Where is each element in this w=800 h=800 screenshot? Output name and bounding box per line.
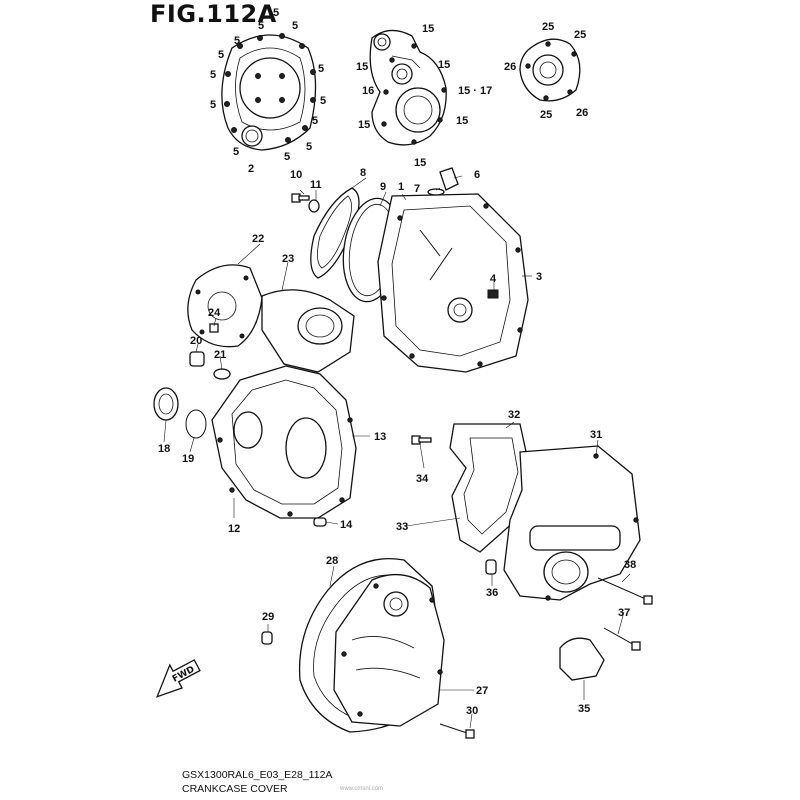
part-label: 24 [208,307,221,319]
part-label: 25 [540,109,552,121]
clutch-cover [221,33,317,151]
part-label: 15 [438,59,450,71]
part-label: 15 [456,115,468,127]
part-label: 8 [360,167,366,179]
part-label: 15 [422,23,434,35]
part-label: 15 · 17 [458,85,492,97]
part-label: 15 [358,119,370,131]
figure-code: GSX1300RAL6_E03_E28_112A [182,769,333,781]
bolt-30 [439,723,475,739]
part-label: 5 [292,20,298,32]
part-label: 23 [282,253,294,265]
part-label: 31 [590,429,602,441]
cover-12 [211,365,357,519]
washer-11 [308,199,320,213]
figure-caption: CRANKCASE COVER [182,783,288,795]
part-number-labels: 5 5 5 5 5 5 5 5 5 5 5 5 5 2 15 15 15 15 … [158,7,636,717]
part-label: 27 [476,685,488,697]
part-label: 33 [396,521,408,533]
part-label: 5 [284,151,290,163]
part-label: 5 [210,99,216,111]
part-label: 15 [356,61,368,73]
part-label: 16 [362,85,374,97]
part-label: 5 [273,7,279,19]
part-label: 15 [414,157,426,169]
forward-direction-arrow: FWD [156,659,201,698]
figure-title: FIG.112A [150,0,277,28]
cover-31 [503,445,641,601]
part-label: 14 [340,519,353,531]
part-label: 5 [218,49,224,61]
part-label: 28 [326,555,338,567]
part-label: 34 [416,473,429,485]
dowel-pin-29 [261,631,273,645]
part-label: 5 [318,63,324,75]
part-label: 22 [252,233,264,245]
part-label: 5 [210,69,216,81]
cover-27 [333,574,445,727]
part-label: 5 [258,20,264,32]
part-label: 26 [576,107,588,119]
bolt-34 [411,435,432,445]
part-label: 2 [248,163,254,175]
part-label: 7 [414,183,420,195]
part-label: 29 [262,611,274,623]
part-label: 25 [574,29,586,41]
part-label: 38 [624,559,636,571]
part-label: 35 [578,703,590,715]
bolt-37 [603,627,641,651]
part-label: 25 [542,21,554,33]
part-label: 12 [228,523,240,535]
part-label: 11 [310,179,322,191]
part-label: 20 [190,335,202,347]
crankcase-cover-1 [377,193,529,373]
leader-lines [163,175,631,729]
oil-seal-18 [153,387,179,421]
part-label: 21 [214,349,226,361]
part-label: 5 [234,35,240,47]
part-label: 3 [536,271,542,283]
part-label: 6 [474,169,480,181]
part-label: 5 [312,115,318,127]
cover-23 [261,289,355,373]
bolt-38 [597,577,653,605]
part-label: 5 [233,146,239,158]
part-label: 18 [158,443,170,455]
bolt-10 [291,193,310,203]
part-label: 13 [374,431,386,443]
part-label: 10 [290,169,302,181]
part-label: 26 [504,61,516,73]
oil-filler-cap-6 [439,167,459,191]
dowel-pin-36 [485,559,497,575]
part-label: 37 [618,607,630,619]
part-label: 19 [182,453,194,465]
cap-35 [559,637,605,681]
watermark: www.cmsnl.com [340,786,384,792]
part-label: 1 [398,181,404,193]
part-label: 9 [380,181,386,193]
oring-19 [185,409,207,439]
dowel-pin-14 [313,517,327,527]
oring-7 [427,188,445,196]
part-label: 32 [508,409,520,421]
plug-20 [189,351,205,367]
part-label: 30 [466,705,478,717]
part-label: 36 [486,587,498,599]
oring-21 [213,368,231,380]
bolt-24 [209,323,219,333]
part-label: 5 [306,141,312,153]
part-label: 5 [320,95,326,107]
oil-pump-cover [369,29,447,146]
cover-22 [187,264,263,348]
part-label: 4 [490,273,497,285]
small-cover [519,38,581,102]
